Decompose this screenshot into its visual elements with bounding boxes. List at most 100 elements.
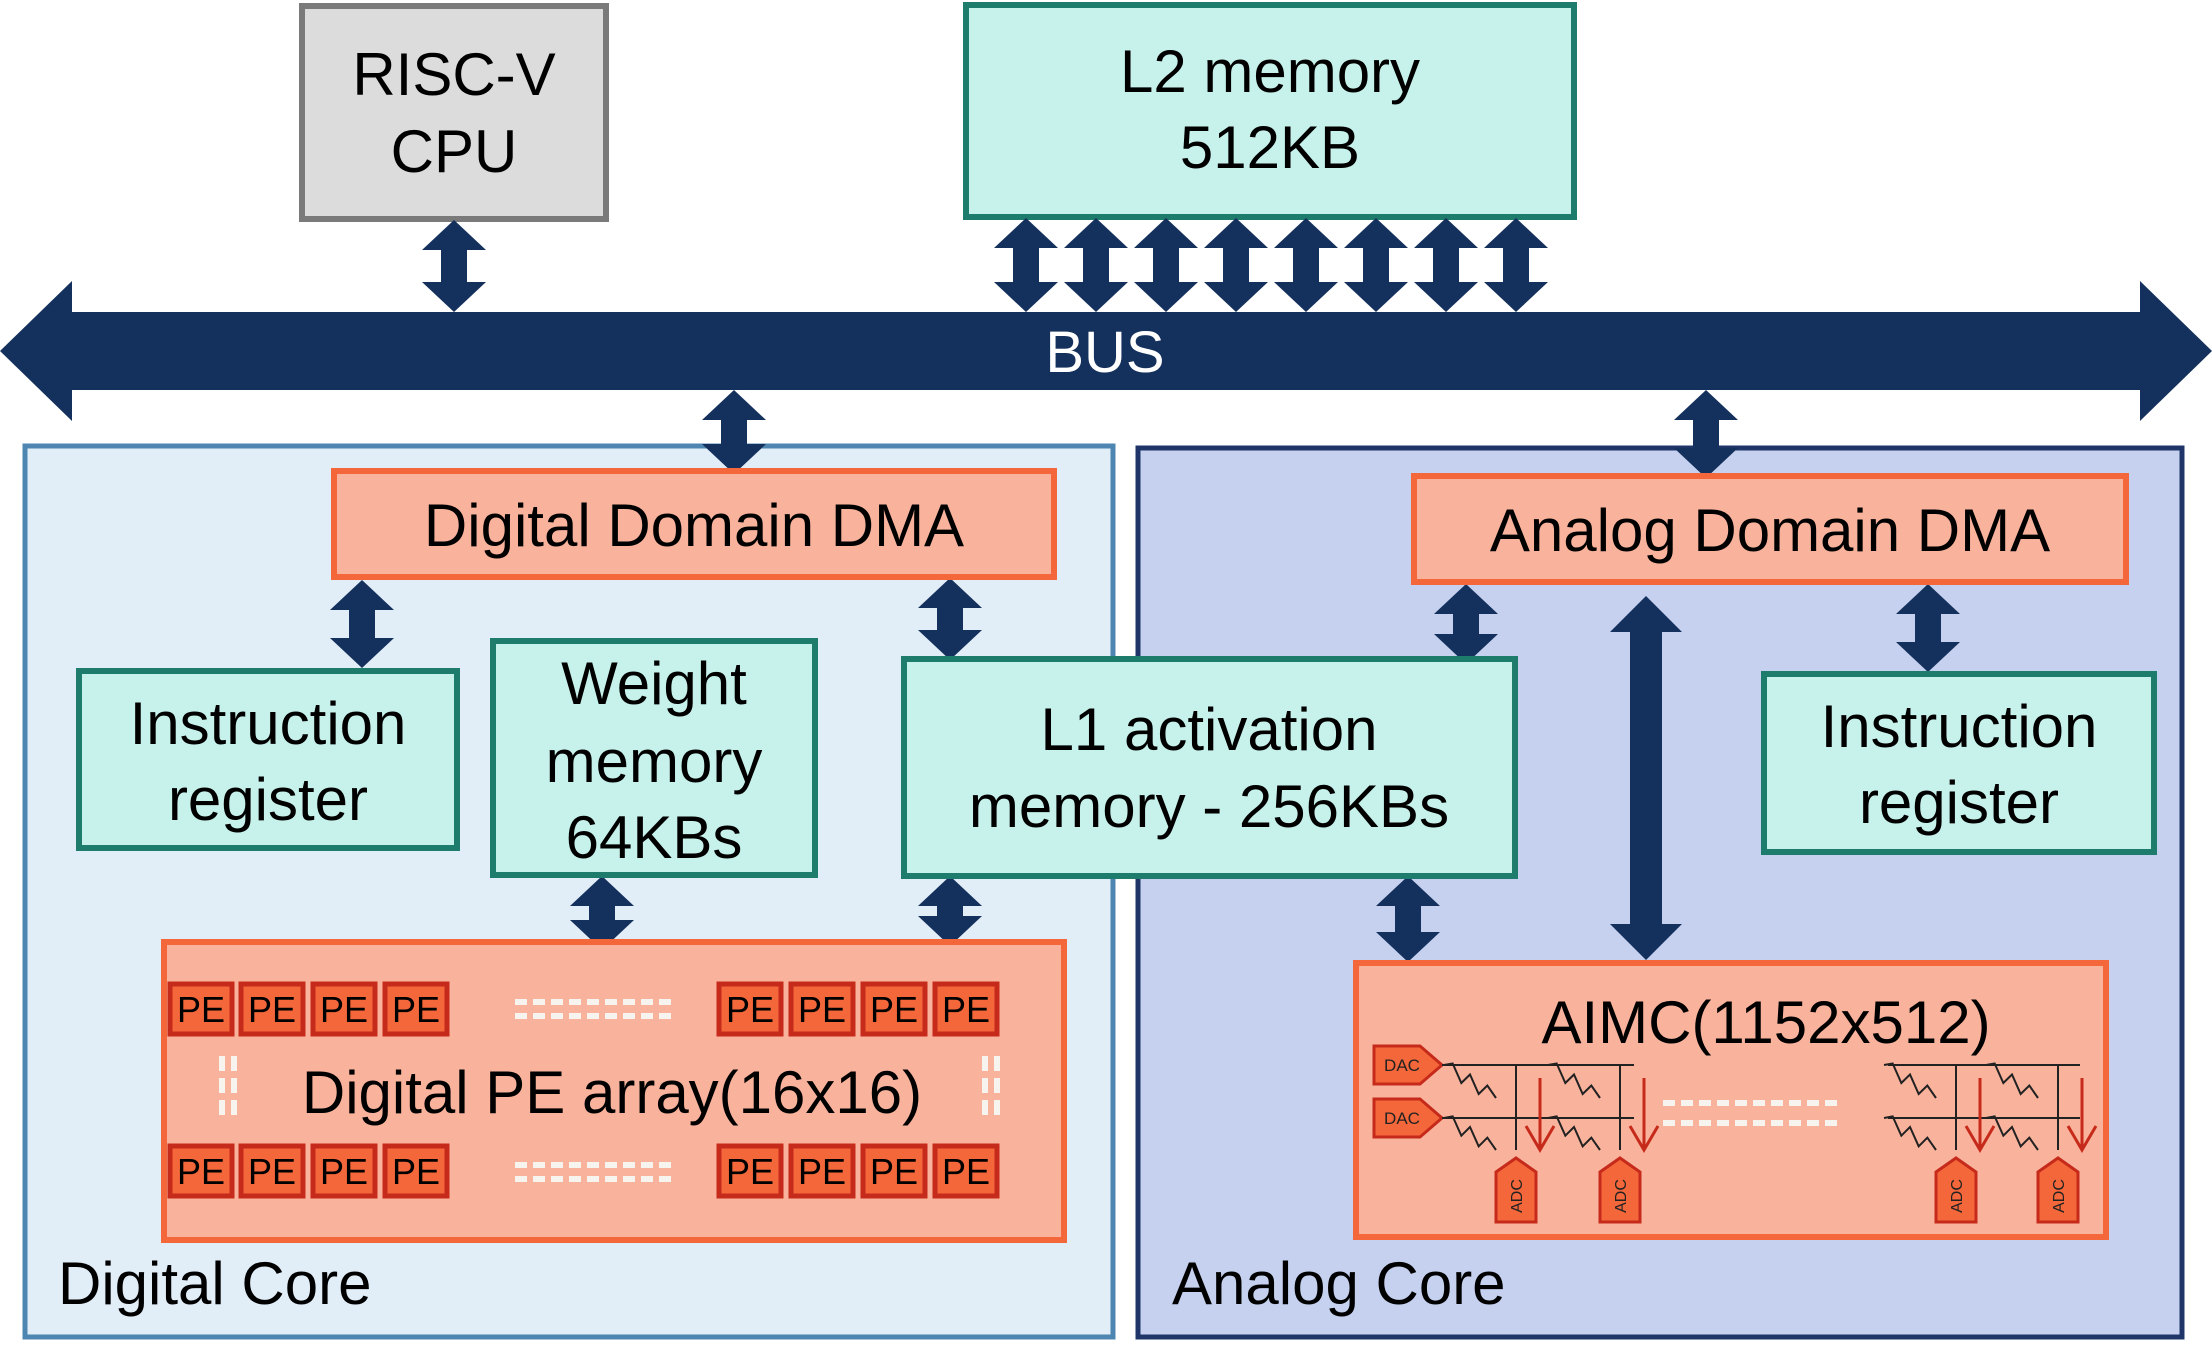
cpu-bus-arrow (422, 220, 486, 312)
weight-memory-line2: memory (546, 728, 763, 795)
analog-instruction-register-line2: register (1859, 769, 2059, 836)
pe-cell: PE (788, 981, 856, 1037)
l2-bus-arrow-8 (1484, 218, 1548, 312)
pe-array-ellipsis (219, 999, 1000, 1182)
pe-cell: PE (167, 1143, 235, 1199)
svg-text:PE: PE (726, 1151, 774, 1192)
svg-text:PE: PE (870, 1151, 918, 1192)
pe-cell: PE (310, 981, 378, 1037)
analog-dma-l1-arrow (1434, 584, 1498, 664)
svg-text:PE: PE (248, 989, 296, 1030)
svg-text:PE: PE (726, 989, 774, 1030)
connection-arrows (330, 218, 1960, 962)
current-arrow (2066, 1078, 2098, 1153)
svg-text:PE: PE (248, 1151, 296, 1192)
digital-instruction-register-line2: register (168, 766, 368, 833)
l1-activation-memory-line1: L1 activation (1041, 696, 1378, 763)
l2-bus-arrow-1 (994, 218, 1058, 312)
svg-text:ADC: ADC (1509, 1179, 1526, 1213)
svg-text:PE: PE (798, 1151, 846, 1192)
cpu-label-line1: RISC-V (352, 41, 555, 108)
weight-memory-line3: 64KBs (566, 804, 743, 871)
pe-cell: PE (310, 1143, 378, 1199)
svg-text:PE: PE (392, 989, 440, 1030)
l2-memory-label-line2: 512KB (1180, 114, 1360, 181)
svg-text:PE: PE (870, 989, 918, 1030)
cpu-box (299, 3, 609, 222)
dac-block: DAC (1372, 1097, 1445, 1139)
svg-text:ADC: ADC (2051, 1179, 2068, 1213)
current-arrow (1628, 1078, 1660, 1153)
bus-digital-dma-arrow (702, 390, 766, 474)
pe-cell: PE (860, 1143, 928, 1199)
current-arrow (1964, 1078, 1996, 1153)
l1-activation-memory-line2: memory - 256KBs (969, 773, 1449, 840)
analog-dma-label: Analog Domain DMA (1490, 497, 2050, 564)
weight-memory-box (490, 638, 818, 878)
analog-instruction-register-box (1761, 671, 2157, 855)
pe-cell: PE (932, 1143, 1000, 1199)
l2-memory-box (963, 2, 1577, 220)
cpu-label-line2: CPU (391, 118, 518, 185)
adc-block: ADC (2036, 1156, 2080, 1224)
aimc-ellipsis (1663, 1100, 1837, 1126)
adc-block: ADC (1598, 1156, 1642, 1224)
analog-core-label: Analog Core (1172, 1250, 1506, 1317)
l2-bus-arrow-5 (1274, 218, 1338, 312)
l2-bus-arrow-6 (1344, 218, 1408, 312)
pe-cell: PE (167, 981, 235, 1037)
svg-text:PE: PE (177, 1151, 225, 1192)
pe-cell: PE (788, 1143, 856, 1199)
l2-bus-arrow-3 (1134, 218, 1198, 312)
svg-text:ADC: ADC (1613, 1179, 1630, 1213)
l1-activation-memory-box (901, 656, 1518, 879)
pe-cell: PE (932, 981, 1000, 1037)
analog-instruction-register-line1: Instruction (1821, 693, 2098, 760)
analog-dma-aimc-arrow (1610, 596, 1682, 960)
analog-dma-instruction-arrow (1896, 584, 1960, 672)
adc-block: ADC (1494, 1156, 1538, 1224)
current-arrow (1524, 1078, 1556, 1153)
svg-text:PE: PE (942, 1151, 990, 1192)
pe-cell: PE (382, 981, 450, 1037)
svg-text:PE: PE (177, 989, 225, 1030)
digital-instruction-register-line1: Instruction (130, 690, 407, 757)
digital-dma-instruction-arrow (330, 580, 394, 668)
digital-core-label: Digital Core (58, 1250, 371, 1317)
pe-cell: PE (238, 981, 306, 1037)
digital-dma-label: Digital Domain DMA (424, 492, 964, 559)
pe-cell: PE (716, 1143, 784, 1199)
digital-dma-l1-arrow (918, 578, 982, 660)
l1-aimc-arrow (1376, 876, 1440, 962)
svg-text:PE: PE (320, 1151, 368, 1192)
aimc-label: AIMC(1152x512) (1541, 989, 1990, 1056)
l1-pe-array-arrow (918, 876, 982, 946)
svg-text:PE: PE (392, 1151, 440, 1192)
l2-memory-label-line1: L2 memory (1120, 38, 1420, 105)
weight-memory-line1: Weight (561, 650, 747, 717)
aimc-crossbar-detail: DAC DAC ADC ADC ADC ADC (1372, 1044, 2098, 1224)
digital-instruction-register-box (76, 668, 460, 851)
svg-text:DAC: DAC (1384, 1056, 1420, 1075)
digital-dma-box (331, 468, 1057, 580)
adc-block: ADC (1934, 1156, 1978, 1224)
bus-analog-dma-arrow (1674, 390, 1738, 478)
svg-text:ADC: ADC (1949, 1179, 1966, 1213)
dac-block: DAC (1372, 1044, 1445, 1086)
bus-arrow (0, 281, 2212, 421)
weight-pe-array-arrow (570, 876, 634, 950)
l2-bus-arrow-7 (1414, 218, 1478, 312)
pe-cell: PE (860, 981, 928, 1037)
bus-label: BUS (1045, 320, 1164, 385)
pe-cell: PE (716, 981, 784, 1037)
svg-text:PE: PE (942, 989, 990, 1030)
l2-bus-arrow-4 (1204, 218, 1268, 312)
digital-pe-array-label: Digital PE array(16x16) (302, 1059, 922, 1126)
svg-text:DAC: DAC (1384, 1109, 1420, 1128)
pe-cell: PE (382, 1143, 450, 1199)
pe-cell: PE (238, 1143, 306, 1199)
svg-text:PE: PE (320, 989, 368, 1030)
l2-bus-arrow-2 (1064, 218, 1128, 312)
